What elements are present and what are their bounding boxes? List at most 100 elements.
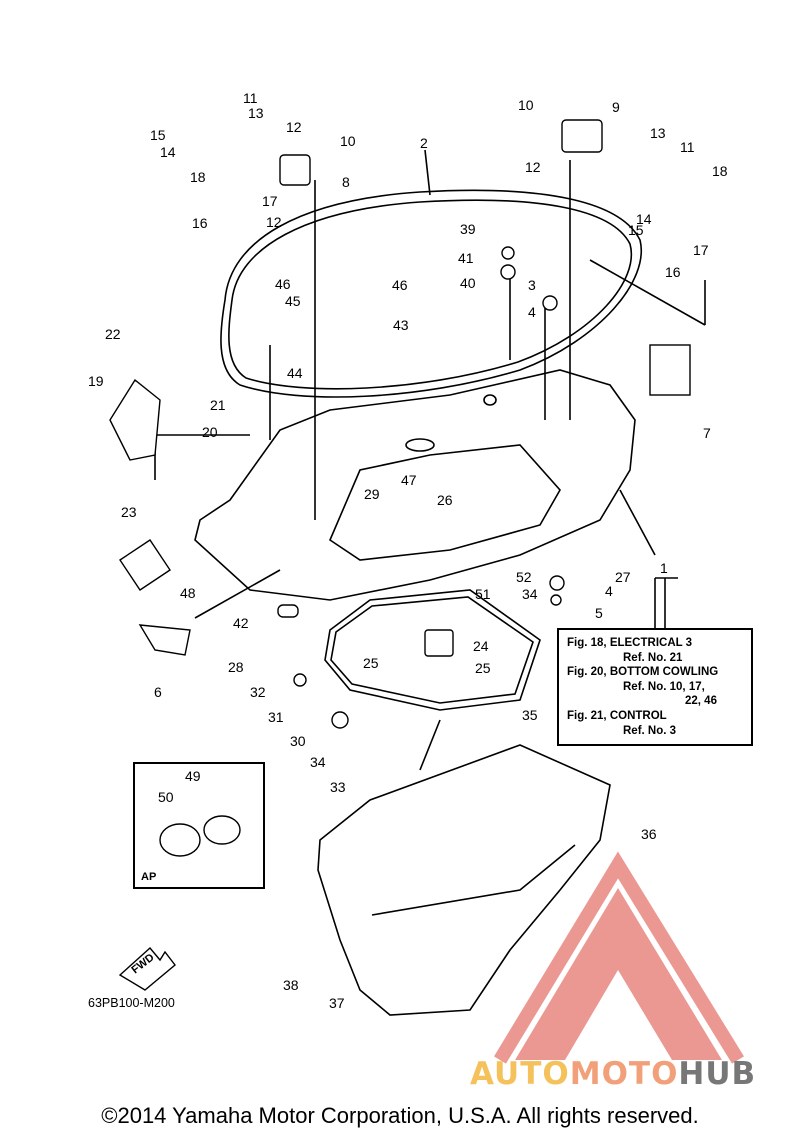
ap-inset-box: AP (133, 762, 265, 889)
fwd-arrow: FWD (118, 946, 176, 991)
callout-18: 18 (190, 169, 206, 185)
callout-48: 48 (180, 585, 196, 601)
callout-45: 45 (285, 293, 301, 309)
gasket-inner (228, 199, 633, 390)
callout-14: 14 (160, 144, 176, 160)
callout-49: 49 (185, 768, 201, 784)
callout-24: 24 (473, 638, 489, 654)
callout-10: 10 (518, 97, 534, 113)
callout-41: 41 (458, 250, 474, 266)
callout-12: 12 (266, 214, 282, 230)
ref-line-3: Fig. 20, BOTTOM COWLING (567, 666, 719, 679)
bottom-cowling-outline (194, 369, 636, 601)
bottom-gasket (324, 589, 541, 711)
callout-12: 12 (286, 119, 302, 135)
callout-11: 11 (243, 90, 258, 106)
callout-9: 9 (612, 99, 620, 115)
callout-25: 25 (475, 660, 491, 676)
callout-11: 11 (680, 139, 695, 155)
callout-33: 33 (330, 779, 346, 795)
callout-46: 46 (392, 277, 408, 293)
part-30 (331, 711, 349, 729)
callout-44: 44 (287, 365, 303, 381)
callout-4: 4 (605, 583, 613, 599)
callout-38: 38 (283, 977, 299, 993)
callout-35: 35 (522, 707, 538, 723)
ap-label: AP (141, 871, 157, 883)
part-4b (549, 575, 565, 591)
callout-17: 17 (693, 242, 709, 258)
callout-13: 13 (650, 125, 666, 141)
watermark-part-2: MOTO (569, 1056, 679, 1092)
part-6 (138, 624, 191, 656)
callout-51: 51 (475, 586, 491, 602)
part-23 (119, 539, 171, 591)
callout-1: 1 (660, 560, 668, 576)
callout-47: 47 (401, 472, 417, 488)
reference-box: Fig. 18, ELECTRICAL 3 Ref. No. 21 Fig. 2… (557, 628, 753, 746)
callout-15: 15 (150, 127, 166, 143)
part-7 (649, 344, 691, 396)
callout-21: 21 (210, 397, 226, 413)
small-parts (109, 119, 691, 857)
callout-32: 32 (250, 684, 266, 700)
callout-40: 40 (460, 275, 476, 291)
callout-13: 13 (248, 105, 264, 121)
gasket-outer (220, 189, 643, 398)
callout-2: 2 (420, 135, 428, 151)
callout-5: 5 (595, 605, 603, 621)
callout-34: 34 (522, 586, 538, 602)
callout-39: 39 (460, 221, 476, 237)
callout-22: 22 (105, 326, 121, 342)
callout-34: 34 (310, 754, 326, 770)
callout-4: 4 (528, 304, 536, 320)
part-5 (550, 594, 562, 606)
part-32 (293, 673, 307, 687)
callout-3: 3 (528, 277, 536, 293)
ref-line-1: Fig. 18, ELECTRICAL 3 (567, 637, 693, 649)
callout-46: 46 (275, 276, 291, 292)
callout-14: 14 (636, 211, 652, 227)
callout-6: 6 (154, 684, 162, 700)
part-40 (500, 264, 516, 280)
ref-line-7: Ref. No. 3 (623, 724, 677, 737)
callout-7: 7 (703, 425, 711, 441)
callout-26: 26 (437, 492, 453, 508)
callout-16: 16 (665, 264, 681, 280)
part-24 (424, 629, 454, 657)
watermark-logo (494, 851, 744, 1064)
copyright: ©2014 Yamaha Motor Corporation, U.S.A. A… (101, 1103, 699, 1128)
part-4a (542, 295, 558, 311)
ref-line-6: Fig. 21, CONTROL (567, 709, 667, 722)
callout-52: 52 (516, 569, 532, 585)
callout-20: 20 (202, 424, 218, 440)
watermark-text: AUTOMOTOHUB (470, 1056, 756, 1092)
callout-37: 37 (329, 995, 345, 1011)
callout-36: 36 (641, 826, 657, 842)
ref-line-4: Ref. No. 10, 17, (623, 680, 705, 693)
part-50 (159, 823, 201, 857)
callout-12: 12 (525, 159, 541, 175)
drawing-lines (154, 149, 706, 1016)
cowling-inner (329, 444, 561, 561)
callout-29: 29 (364, 486, 380, 502)
callout-layer: 1234456789101011111212121313141415151616… (88, 90, 728, 1011)
callout-31: 31 (268, 709, 284, 725)
callout-10: 10 (340, 133, 356, 149)
callout-23: 23 (121, 504, 137, 520)
callout-28: 28 (228, 659, 244, 675)
part-49 (203, 815, 241, 845)
callout-17: 17 (262, 193, 278, 209)
callout-18: 18 (712, 163, 728, 179)
ref-line-2: Ref. No. 21 (623, 651, 683, 664)
callout-15: 15 (628, 222, 644, 238)
callout-8: 8 (342, 174, 350, 190)
part-41 (501, 246, 515, 260)
callout-50: 50 (158, 789, 174, 805)
bracket-8 (279, 154, 311, 186)
callout-27: 27 (615, 569, 631, 585)
callout-42: 42 (233, 615, 249, 631)
part-42 (277, 604, 299, 618)
